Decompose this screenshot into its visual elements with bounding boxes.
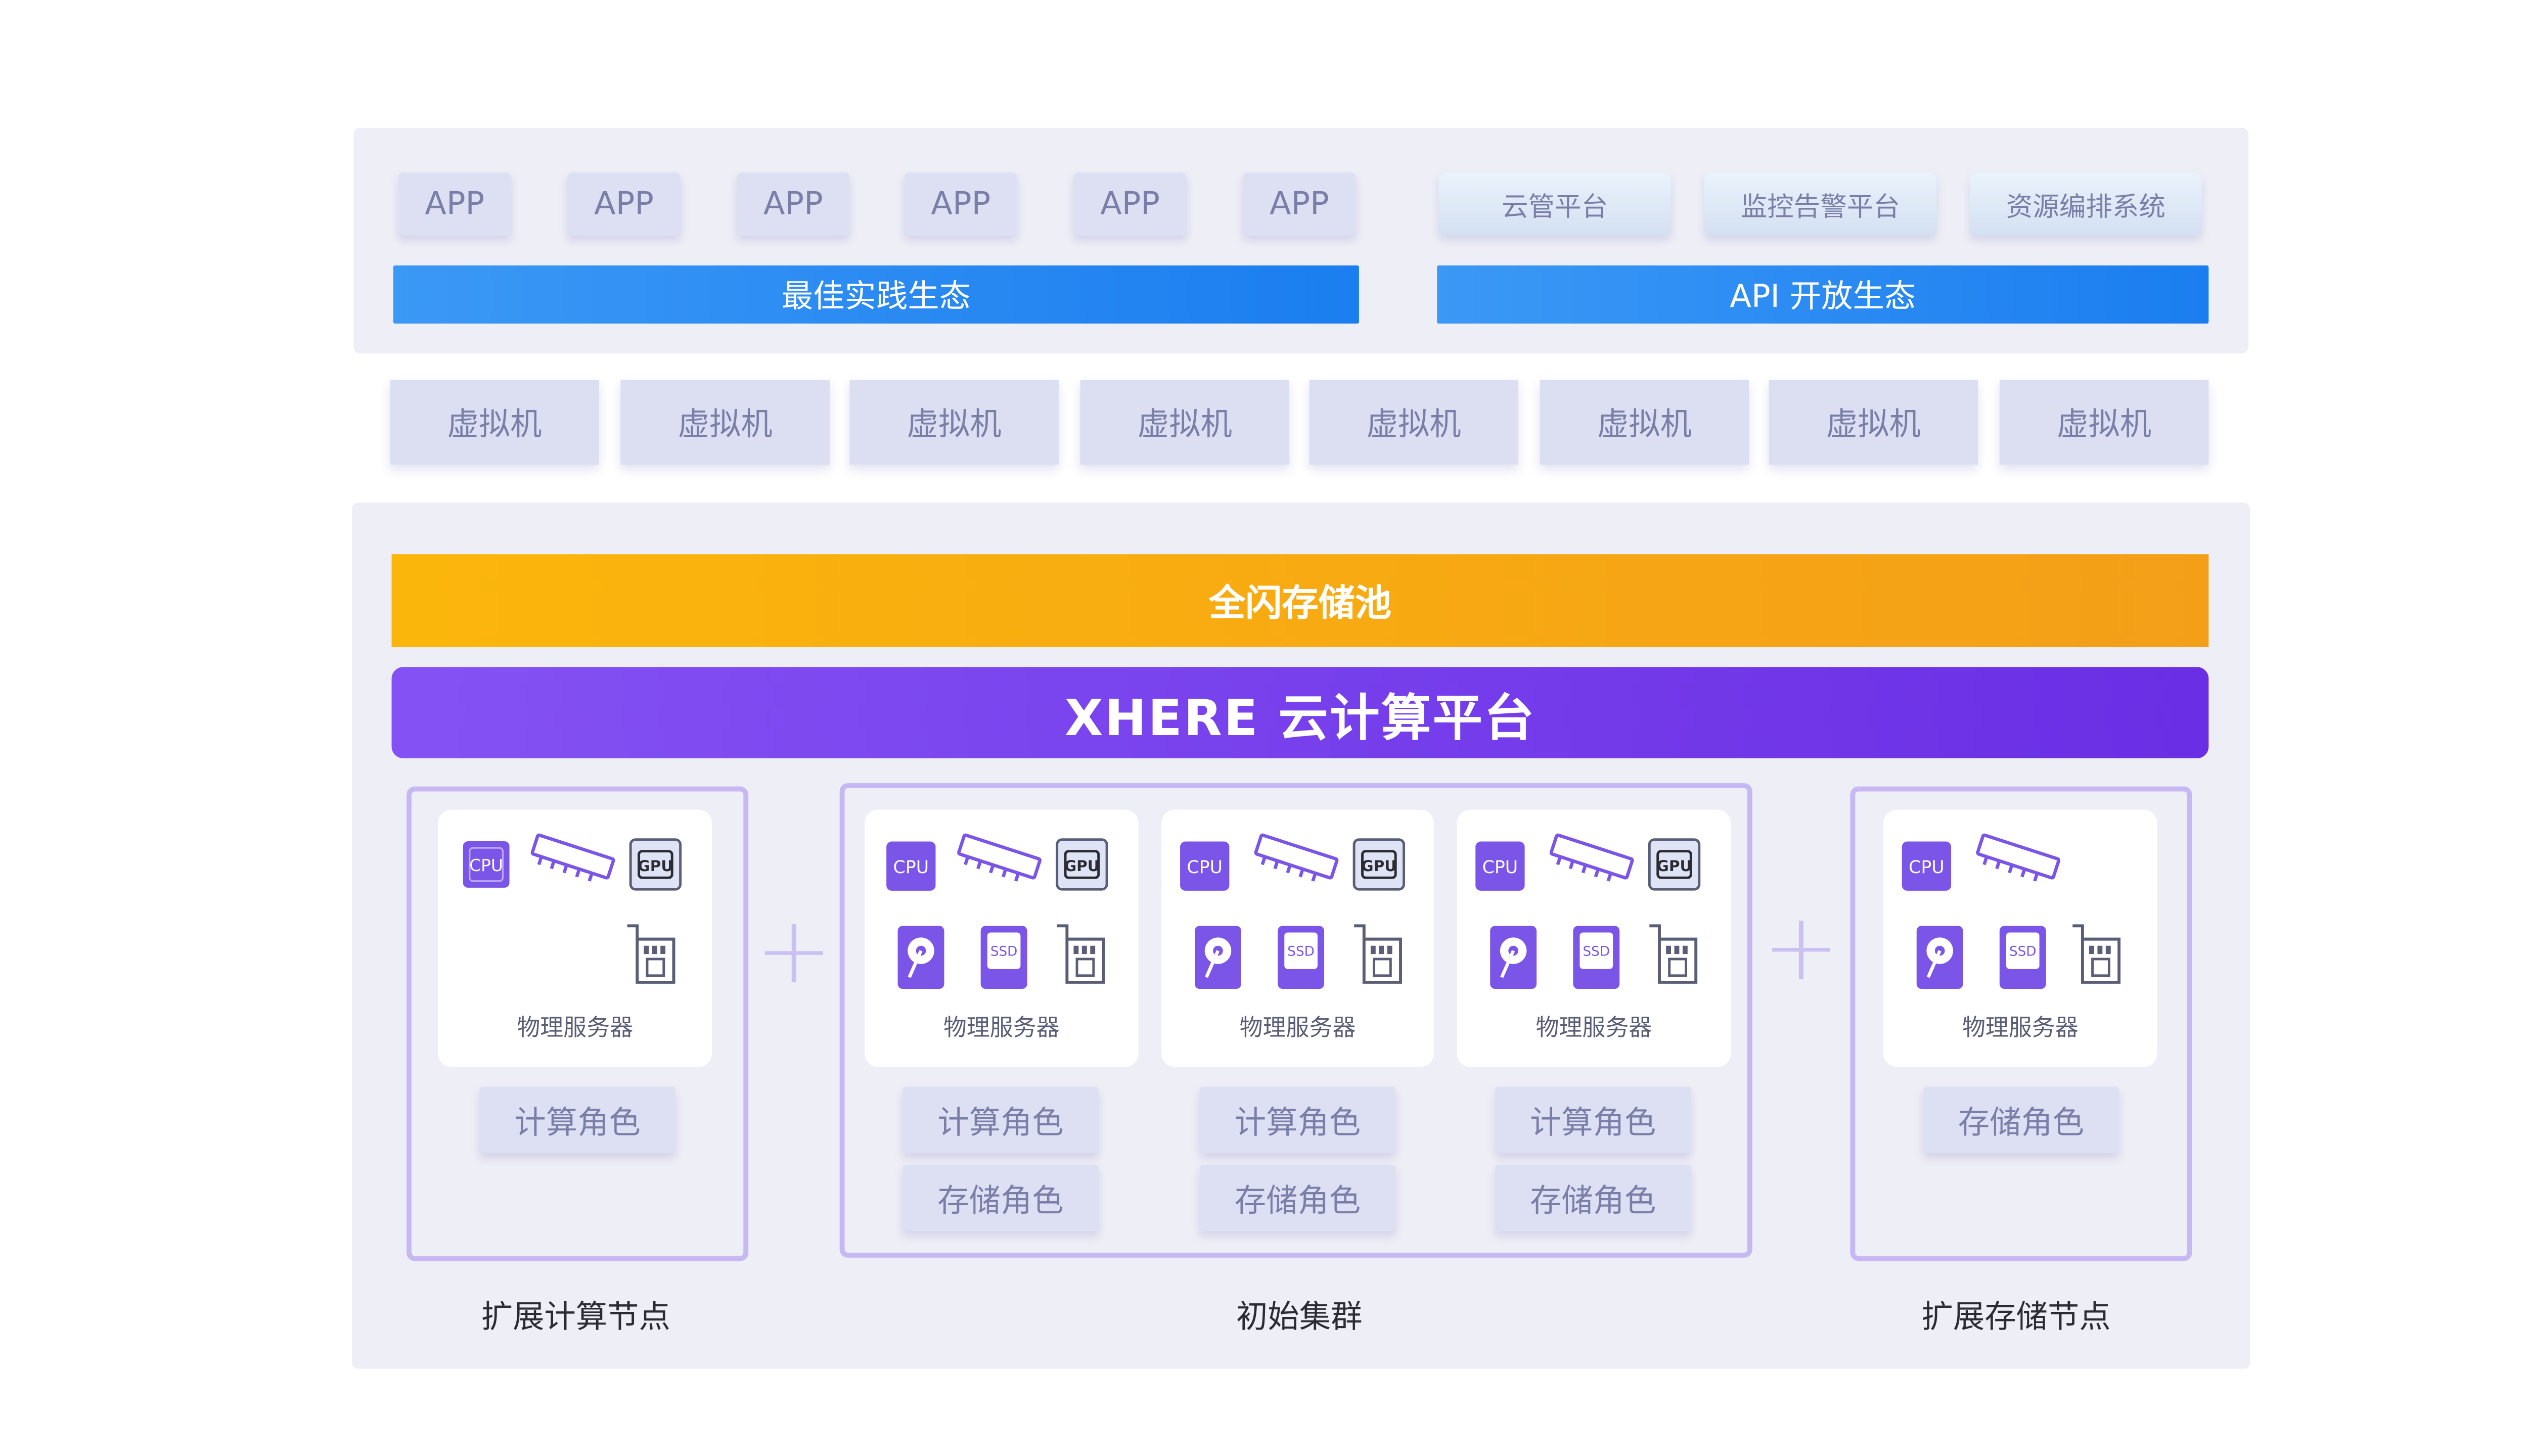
app-box: APP (904, 172, 1017, 236)
cpu-icon: CPU (463, 841, 510, 888)
compute-role-box: 计算角色 (1495, 1086, 1691, 1153)
server-card-cluster-2: CPU GPU SSD 物理服务器 (1161, 809, 1434, 1067)
app-box: APP (567, 172, 681, 236)
gpu-icon: GPU (629, 838, 682, 891)
server-label: 物理服务器 (1536, 1015, 1652, 1042)
compute-role-box: 计算角色 (479, 1086, 675, 1153)
network-card-icon (627, 924, 675, 984)
ssd-icon: SSD (1278, 926, 1325, 989)
svg-text:SSD: SSD (990, 944, 1018, 959)
cloud-management-box: 云管平台 (1438, 172, 1671, 236)
server-card-compute: CPU GPU 物理服务器 (438, 809, 712, 1067)
svg-text:GPU: GPU (1657, 857, 1692, 875)
storage-role-box: 存储角色 (1923, 1086, 2119, 1153)
vm-box: 虚拟机 (849, 380, 1059, 465)
caption-initial-cluster: 初始集群 (1236, 1299, 1363, 1336)
storage-role-box: 存储角色 (902, 1164, 1099, 1232)
cpu-icon: CPU (1902, 841, 1952, 891)
svg-text:CPU: CPU (1909, 857, 1945, 878)
monitoring-alert-box: 监控告警平台 (1704, 172, 1937, 236)
server-card-storage: CPU SSD 物理服务器 (1883, 809, 2157, 1067)
gpu-icon: GPU (1648, 838, 1701, 891)
vm-box: 虚拟机 (1769, 380, 1978, 465)
resource-orchestration-box: 资源编排系统 (1969, 172, 2202, 236)
svg-text:CPU: CPU (893, 857, 929, 878)
platform-bar: XHERE 云计算平台 (391, 667, 2209, 758)
gpu-icon: GPU (1056, 838, 1108, 891)
extend-compute-group (407, 786, 749, 1261)
cpu-icon: CPU (1180, 841, 1230, 891)
svg-text:SSD: SSD (1287, 944, 1315, 959)
storage-pool-bar: 全闪存储池 (391, 554, 2209, 647)
extend-storage-group (1850, 786, 2192, 1261)
app-box: APP (1073, 172, 1187, 236)
compute-role-box: 计算角色 (902, 1086, 1099, 1153)
memory-icon (1254, 833, 1339, 882)
plus-icon: + (755, 897, 833, 1006)
hard-disk-icon (1490, 926, 1537, 989)
hard-disk-icon (1195, 926, 1241, 989)
cpu-icon: CPU (886, 841, 936, 891)
server-label: 物理服务器 (943, 1015, 1060, 1042)
best-practice-bar: 最佳实践生态 (393, 265, 1359, 324)
hard-disk-icon (1916, 926, 1963, 989)
network-card-icon (1649, 924, 1698, 984)
gpu-icon: GPU (1352, 838, 1406, 891)
svg-text:SSD: SSD (1583, 944, 1610, 959)
memory-icon (1549, 833, 1634, 882)
caption-extend-compute: 扩展计算节点 (481, 1299, 670, 1336)
compute-role-box: 计算角色 (1199, 1086, 1396, 1153)
plus-icon: + (1762, 894, 1840, 1003)
caption-extend-storage: 扩展存储节点 (1921, 1299, 2111, 1336)
network-card-icon (2072, 924, 2121, 984)
server-card-cluster-3: CPU GPU SSD 物理服务器 (1457, 809, 1731, 1067)
svg-text:CPU: CPU (1482, 857, 1518, 878)
svg-text:GPU: GPU (638, 857, 673, 875)
svg-text:SSD: SSD (2009, 944, 2037, 959)
server-label: 物理服务器 (517, 1015, 634, 1042)
svg-text:CPU: CPU (469, 856, 503, 875)
ssd-icon: SSD (1999, 926, 2046, 989)
vm-box: 虚拟机 (1540, 380, 1749, 465)
memory-icon (530, 833, 615, 882)
app-box: APP (1243, 172, 1356, 236)
vm-box: 虚拟机 (1999, 380, 2209, 465)
hard-disk-icon (897, 926, 944, 989)
cpu-icon: CPU (1475, 841, 1525, 891)
vm-box: 虚拟机 (390, 380, 599, 465)
memory-icon (957, 833, 1042, 882)
vm-box: 虚拟机 (1080, 380, 1290, 465)
storage-role-box: 存储角色 (1199, 1164, 1396, 1232)
ssd-icon: SSD (980, 926, 1027, 989)
ssd-icon: SSD (1573, 926, 1620, 989)
network-card-icon (1057, 924, 1105, 984)
app-box: APP (737, 172, 850, 236)
api-ecosystem-bar: API 开放生态 (1437, 265, 2209, 324)
initial-cluster-group (839, 783, 1752, 1258)
network-card-icon (1354, 924, 1402, 984)
vm-box: 虚拟机 (620, 380, 830, 465)
app-box: APP (398, 172, 511, 236)
vm-box: 虚拟机 (1309, 380, 1519, 465)
svg-text:CPU: CPU (1187, 857, 1223, 878)
svg-text:GPU: GPU (1361, 857, 1396, 875)
storage-role-box: 存储角色 (1495, 1164, 1691, 1232)
server-card-cluster-1: CPU GPU SSD 物理服务器 (864, 809, 1139, 1067)
svg-text:GPU: GPU (1064, 857, 1100, 875)
server-label: 物理服务器 (1962, 1015, 2079, 1042)
memory-icon (1976, 833, 2061, 882)
server-label: 物理服务器 (1239, 1015, 1356, 1042)
